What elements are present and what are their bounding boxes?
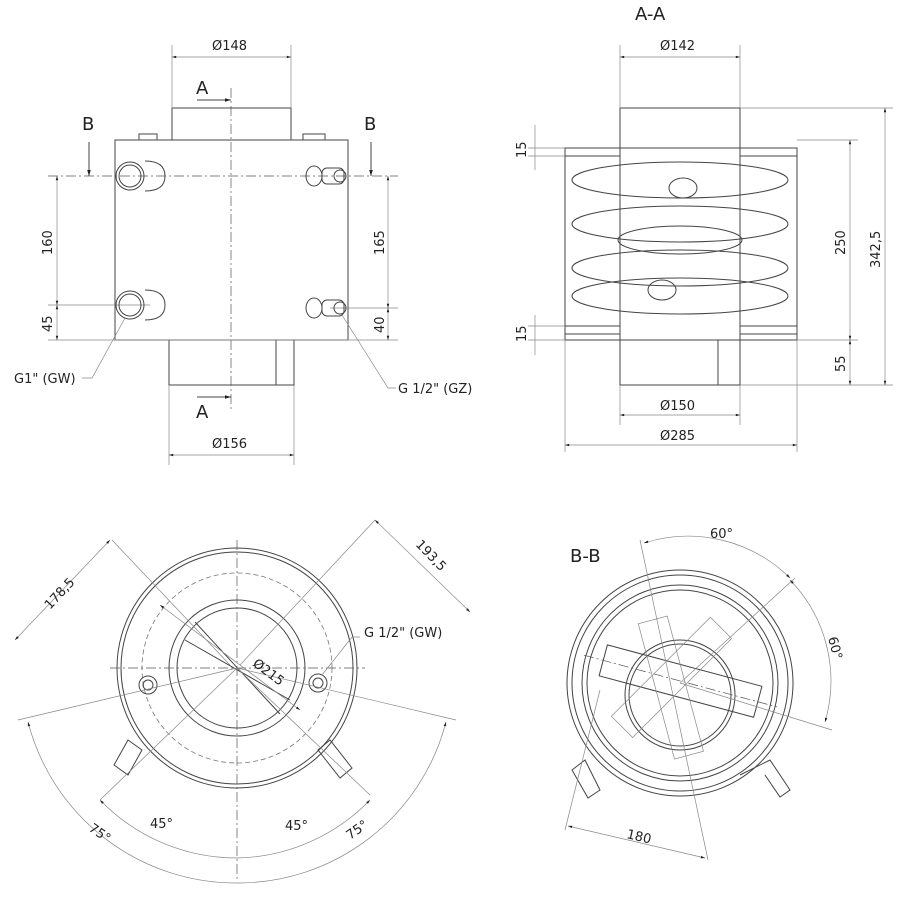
port-right-label: G 1/2" (GZ) xyxy=(398,382,472,397)
dim-55: 55 xyxy=(834,355,849,372)
section-bb-view: B-B 60° 60° 180 xyxy=(564,527,845,861)
dim-148: Ø148 xyxy=(212,39,247,54)
angle-45-left: 45° xyxy=(150,817,173,832)
section-bb-title: B-B xyxy=(570,546,601,567)
port-left xyxy=(138,675,158,695)
section-b-right: B xyxy=(364,114,376,135)
dim-178-5: 178,5 xyxy=(42,575,78,612)
angle-75-left: 75° xyxy=(86,821,113,847)
dim-215: Ø215 xyxy=(250,656,287,689)
dim-150: Ø150 xyxy=(660,399,695,414)
port-label: G 1/2" (GW) xyxy=(364,626,442,641)
dim-342-5: 342,5 xyxy=(869,231,884,268)
port-left-label: G1" (GW) xyxy=(14,372,76,387)
dim-45: 45 xyxy=(41,315,56,332)
port-g12-top xyxy=(305,165,347,187)
outlet-left xyxy=(571,759,601,799)
outlet-left xyxy=(113,739,143,776)
cross-tube xyxy=(583,644,778,718)
dim-250: 250 xyxy=(834,230,849,255)
angle-45-right: 45° xyxy=(285,819,308,834)
dim-142: Ø142 xyxy=(660,39,695,54)
outlet-right xyxy=(739,759,791,798)
angle-60-right: 60° xyxy=(824,635,844,661)
body-outline xyxy=(114,139,349,341)
angle-60-top: 60° xyxy=(710,527,733,542)
heating-coil xyxy=(571,161,789,315)
front-view: Ø148 Ø156 160 45 165 40 A A B B G1" (GW)… xyxy=(14,39,472,465)
dim-15-top: 15 xyxy=(515,141,530,158)
dim-160: 160 xyxy=(41,230,56,255)
section-aa-view: A-A Ø142 Ø150 Ø285 15 15 xyxy=(515,4,893,452)
dim-165: 165 xyxy=(373,230,388,255)
bottom-view: 45° 45° 75° 75° 178,5 193,5 Ø215 G 1/2" … xyxy=(14,519,471,884)
port-right xyxy=(308,673,328,693)
section-a-bottom: A xyxy=(196,402,209,423)
top-pipe xyxy=(171,107,292,141)
section-aa-title: A-A xyxy=(635,4,666,25)
dim-285: Ø285 xyxy=(660,429,695,444)
outlet-right xyxy=(317,739,353,779)
section-a-top: A xyxy=(196,78,209,99)
dim-156: Ø156 xyxy=(212,437,247,452)
dim-40: 40 xyxy=(373,316,388,333)
bottom-pipe xyxy=(168,339,295,386)
section-b-left: B xyxy=(82,114,94,135)
port-g12-bottom xyxy=(305,297,347,319)
dim-193-5: 193,5 xyxy=(412,537,449,574)
dim-15-bottom: 15 xyxy=(515,325,530,342)
port-g1-top xyxy=(115,160,166,192)
dim-180: 180 xyxy=(625,827,653,847)
port-g1-bottom xyxy=(115,289,166,321)
